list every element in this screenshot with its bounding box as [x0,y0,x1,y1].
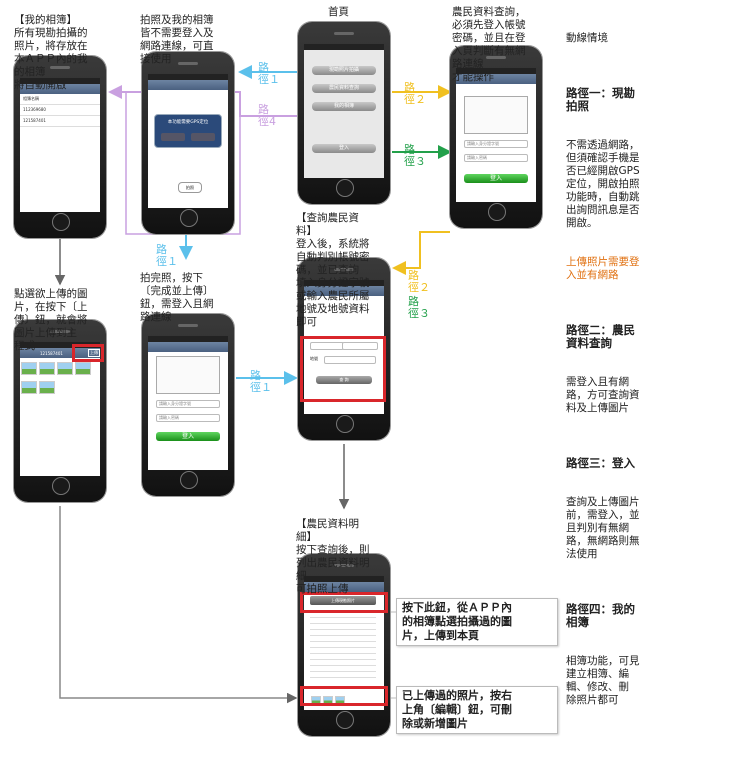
phone-home: 現勘照片拍攝 農民資料查詢 我的相簿 登入 [298,22,390,204]
route-label-3a: 路 徑３ [404,143,426,168]
path3-title: 路徑三：登入 [566,456,635,470]
note-album: 【我的相簿】 所有現勘拍攝的 照片，將存放在 本ＡＰＰ內的我 的相簿 將自動開啟 [14,14,88,91]
take-photo-button[interactable]: 拍照 [178,182,202,193]
pickphoto-to-detail-arrow [59,506,298,704]
query-land-no-field[interactable] [324,356,376,364]
route-label-2b: 路 徑２ [408,269,430,294]
album-item[interactable]: 112369680 [20,105,100,116]
route-label-1c: 路 徑１ [250,369,272,394]
login-screen: 請輸入身分證字號 請輸入密碼 登入 [456,68,536,202]
menu-photo-button[interactable]: 現勘照片拍攝 [312,66,376,75]
route-label-4: 路 徑4 [258,103,276,128]
camera-screen: 完成並上傳 本功能需要GPS定位 拍照 [148,74,228,208]
sidebar-legend: 動線情境 路徑一：現勘 拍照 不需透過網路， 但須確認手機是 否已經開啟GPS … [566,6,658,720]
query-screen: 地號 查 詢 [304,280,384,414]
photo-placeholder [156,356,220,394]
upload-photo-button[interactable]: 上傳現勘照片 [310,596,376,605]
phone-login: 請輸入身分證字號 請輸入密碼 登入 [450,46,542,228]
phone-query: 地號 查 詢 [298,258,390,440]
route2-arrow-back [392,231,450,275]
photo-thumb[interactable] [39,381,55,394]
album-item[interactable]: 相簿名稱 [20,94,100,105]
path4-title: 路徑四：我的 相簿 [566,602,635,629]
sidebar-title: 動線情境 [566,32,608,44]
note-no-network: 拍照及我的相簿 皆不需要登入及 網路連線，可直 接使用 [140,14,214,65]
album-screen: 相簿名稱 112369680 121587401 [20,78,100,212]
upload-button[interactable]: 上傳 [88,349,100,357]
gps-cancel-button[interactable] [161,133,185,141]
photo-thumb[interactable] [21,362,37,375]
upload-highlight [72,344,104,362]
query-land-field[interactable] [342,342,378,350]
route-label-1a: 路 徑１ [258,61,280,86]
upload-button-highlight [300,592,388,613]
note-after-photo: 拍完照，按下 〔完成並上傳〕 鈕，需登入且網 路連線 [140,272,214,323]
menu-album-button[interactable]: 我的相簿 [312,102,376,111]
password-field-2[interactable]: 請輸入密碼 [156,414,220,422]
note-pick-photo: 點選欲上傳的圖 片，在按下〔上 傳〕鈕，就會將 圖片上傳到主 程式 [14,288,88,352]
album-item[interactable]: 121587401 [20,116,100,127]
photo-thumb[interactable] [75,362,91,375]
phone-camera: 完成並上傳 本功能需要GPS定位 拍照 [142,52,234,234]
callout-uploaded-photos: 已上傳過的照片，按右 上角〔編輯〕鈕，可刪 除或新增圖片 [396,686,558,734]
note-farmer-query: 農民資料查詢， 必須先登入帳號 密碼，並且在登 入頁判斷有無網 路連線 才能操作 [452,6,526,83]
phone-detail: 上傳現勘照片 [298,554,390,736]
route4-arrow-b [125,92,241,235]
path2-title: 路徑二：農民 資料查詢 [566,323,635,350]
id-field-2[interactable]: 請輸入身分證字號 [156,400,220,408]
photo-thumb[interactable] [21,381,37,394]
path4-body: 相簿功能，可見 建立相簿、編 輯、修改、刪 除照片都可 [566,655,640,706]
uploaded-photos-highlight [300,686,388,706]
login-button-2[interactable]: 登入 [156,432,220,441]
menu-login-button[interactable]: 登入 [312,144,376,153]
query-form-highlight [300,336,386,402]
photo-thumb[interactable] [57,362,73,375]
note-home: 首頁 [328,6,349,18]
gps-ok-button[interactable] [191,133,215,141]
path3-body: 查詢及上傳圖片 前，需登入，並 且判別有無網 路，無網路則無 法使用 [566,496,640,560]
home-screen: 現勘照片拍攝 農民資料查詢 我的相簿 登入 [304,44,384,178]
photo-thumb[interactable] [39,362,55,375]
menu-query-button[interactable]: 農民資料查詢 [312,84,376,93]
note-detail-page: 【農民資料明 細】 按下查詢後，則 列出農民資料明 細 可拍照上傳 [296,518,370,595]
path1-warning: 上傳照片需要登 入並有網路 [566,256,640,281]
land-label: 地號 [310,356,318,361]
phone-album: 相簿名稱 112369680 121587401 [14,56,106,238]
finish-upload-label[interactable]: 完成並上傳 [204,90,228,97]
callout-upload-button: 按下此鈕，從ＡＰＰ內 的相簿點選拍攝過的圖 片，上傳到本頁 [396,598,558,646]
phone-pick-photo: 121587401 上傳 [14,320,106,502]
query-button[interactable]: 查 詢 [316,376,372,384]
route-label-2a: 路 徑２ [404,81,426,106]
route-label-3b: 路 徑３ [408,295,430,320]
path1-title: 路徑一：現勘 拍照 [566,86,635,113]
logo-placeholder [464,96,528,134]
login-button[interactable]: 登入 [464,174,528,183]
phone-after-photo: 請輸入身分證字號 請輸入密碼 登入 [142,314,234,496]
id-field[interactable]: 請輸入身分證字號 [464,140,528,148]
path2-body: 需登入且有網 路，方可查詢資 料及上傳圖片 [566,376,640,414]
after-photo-screen: 請輸入身分證字號 請輸入密碼 登入 [148,336,228,470]
route-label-1b: 路 徑１ [156,243,178,268]
path1-body: 不需透過網路， 但須確認手機是 否已經開啟GPS 定位，開啟拍照 功能時，自動跳… [566,139,640,229]
detail-lines [310,612,376,682]
password-field[interactable]: 請輸入密碼 [464,154,528,162]
pick-photo-screen: 121587401 上傳 [20,342,100,476]
gps-dialog: 本功能需要GPS定位 [154,114,222,148]
note-query-page: 【查詢農民資 料】 登入後，系統將 自動判別帳號密 碼，並已查詢 填入身分證字號… [296,212,370,328]
